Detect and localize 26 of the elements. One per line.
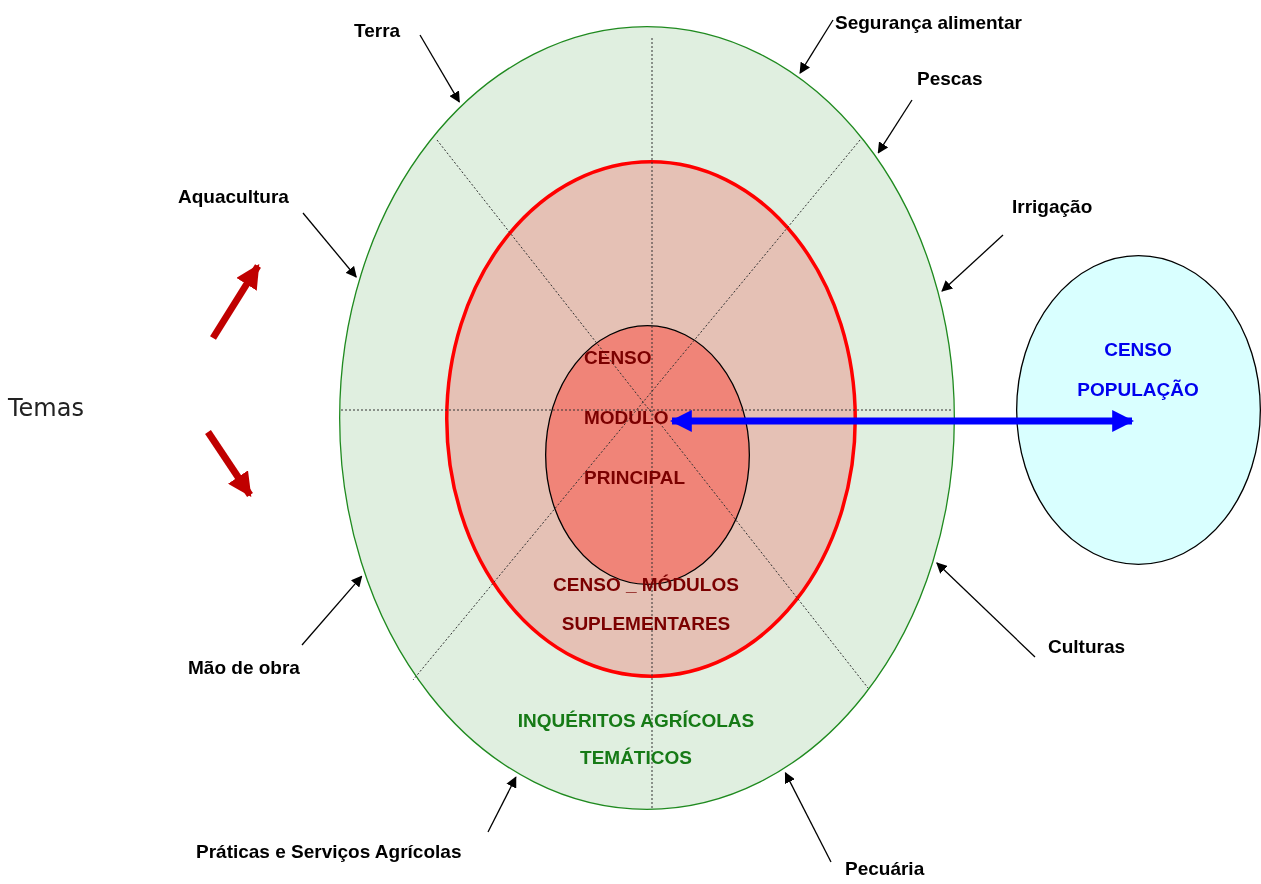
leader-arrow (877, 99, 913, 154)
leader-arrow (301, 575, 363, 646)
theme-label: Culturas (1048, 636, 1126, 658)
ellipse-label: CENSO POPULAÇÃO (1076, 338, 1200, 402)
side-ellipse (1016, 255, 1261, 565)
double-arrow (669, 410, 1135, 432)
leader-arrow (784, 771, 832, 863)
leader-arrow (487, 776, 517, 833)
theme-label: Aquacultura (178, 186, 289, 208)
theme-label: Pescas (917, 68, 983, 90)
theme-label: Práticas e Serviços Agrícolas (196, 841, 462, 863)
theme-label: Pecuária (845, 858, 925, 880)
middle-ellipse (445, 160, 857, 678)
leader-arrow (419, 34, 460, 103)
theme-label: Irrigação (1012, 196, 1093, 218)
leader-arrow (936, 562, 1036, 658)
ellipse-label: CENSO _ MÓDULOS SUPLEMENTARES (552, 573, 740, 636)
leader-arrow (799, 19, 834, 74)
ellipse-label: CENSO MODULO PRINCIPAL (584, 346, 686, 490)
leader-arrow (302, 212, 357, 278)
leader-arrow (941, 234, 1004, 292)
theme-label: Segurança alimentar (835, 12, 1022, 34)
ellipse-label: INQUÉRITOS AGRÍCOLAS TEMÁTICOS (516, 709, 756, 770)
topic-label: Temas (8, 394, 84, 422)
theme-label: Mão de obra (188, 657, 300, 679)
theme-label: Terra (354, 20, 401, 42)
